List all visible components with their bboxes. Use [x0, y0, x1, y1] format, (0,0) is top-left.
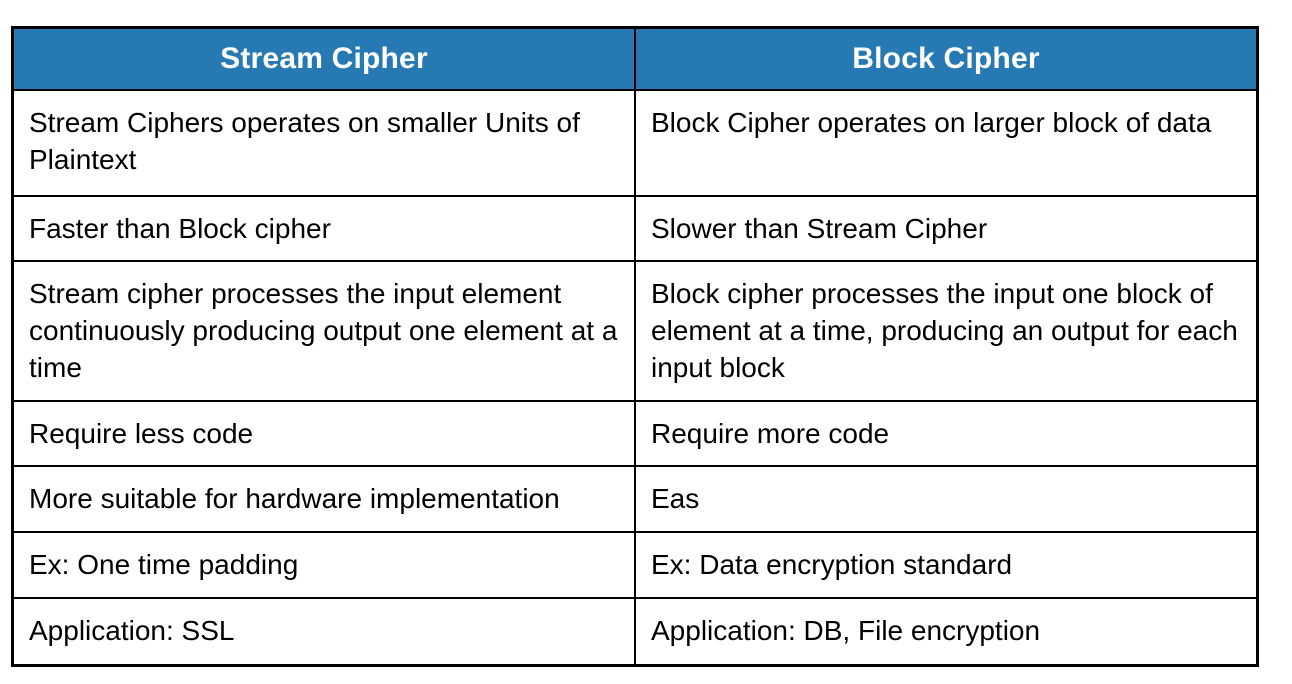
- table-row-processing: Stream cipher processes the input elemen…: [11, 259, 1259, 402]
- table-row-implementation: More suitable for hardware implementatio…: [11, 464, 1259, 533]
- table-cell-block-example: Ex: Data encryption standard: [634, 530, 1259, 599]
- table-cell-stream-implementation: More suitable for hardware implementatio…: [11, 464, 636, 533]
- table-row-speed: Faster than Block cipher Slower than Str…: [11, 194, 1259, 262]
- table-cell-block-application: Application: DB, File encryption: [634, 596, 1259, 667]
- table-cell-stream-processing: Stream cipher processes the input elemen…: [11, 259, 636, 402]
- table-row-units: Stream Ciphers operates on smaller Units…: [11, 88, 1259, 197]
- table-cell-block-code: Require more code: [634, 399, 1259, 467]
- table-row-example: Ex: One time padding Ex: Data encryption…: [11, 530, 1259, 599]
- table-cell-block-speed: Slower than Stream Cipher: [634, 194, 1259, 262]
- table-cell-stream-example: Ex: One time padding: [11, 530, 636, 599]
- table-cell-block-implementation: Eas: [634, 464, 1259, 533]
- table-cell-stream-code: Require less code: [11, 399, 636, 467]
- table-cell-block-processing: Block cipher processes the input one blo…: [634, 259, 1259, 402]
- table-container: Stream Cipher Block Cipher Stream Cipher…: [11, 26, 1259, 667]
- table-cell-block-units: Block Cipher operates on larger block of…: [634, 88, 1259, 197]
- table-cell-stream-speed: Faster than Block cipher: [11, 194, 636, 262]
- table-cell-stream-units: Stream Ciphers operates on smaller Units…: [11, 88, 636, 197]
- table-row-application: Application: SSL Application: DB, File e…: [11, 596, 1259, 667]
- table-row-code: Require less code Require more code: [11, 399, 1259, 467]
- column-header-block-cipher: Block Cipher: [634, 26, 1259, 91]
- cipher-comparison-table: Stream Cipher Block Cipher Stream Cipher…: [11, 26, 1259, 667]
- column-header-stream-cipher: Stream Cipher: [11, 26, 636, 91]
- header-row: Stream Cipher Block Cipher: [11, 26, 1259, 91]
- table-cell-stream-application: Application: SSL: [11, 596, 636, 667]
